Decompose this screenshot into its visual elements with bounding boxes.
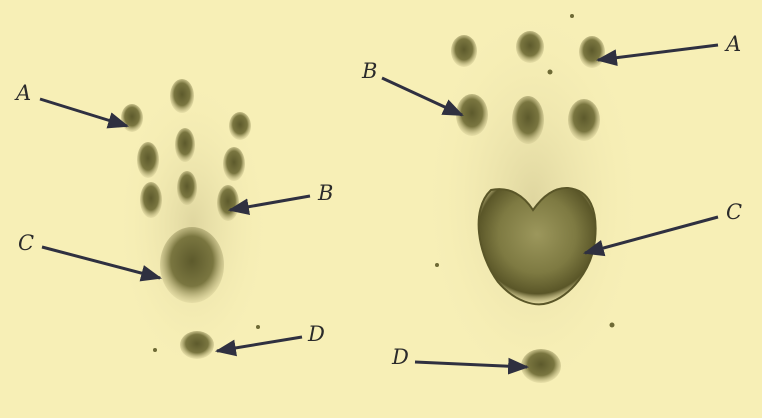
left-heel-pad (180, 331, 214, 359)
right-speck (570, 14, 574, 18)
right-toe-top-right (579, 36, 605, 68)
right-label-c: C (726, 200, 742, 224)
left-toe-mid (175, 128, 195, 162)
left-speck (153, 348, 157, 352)
right-toe-lower-right (568, 99, 600, 141)
left-label-a: A (14, 81, 31, 105)
right-label-d: D (391, 345, 409, 369)
left-toe-outer-right (229, 112, 251, 140)
left-toe-outer-left (121, 104, 143, 132)
right-speck (548, 70, 553, 75)
left-speck (256, 325, 260, 329)
right-toe-top-mid (516, 31, 544, 63)
right-toe-top-left (451, 35, 477, 67)
right-label-a: A (724, 32, 741, 56)
left-label-c: C (18, 231, 34, 255)
left-pad-lower-right (217, 185, 239, 221)
left-palm-pad (160, 227, 224, 303)
left-pad-lower-left (140, 182, 162, 218)
left-label-d: D (307, 322, 325, 346)
right-label-b: B (361, 59, 377, 83)
left-label-b: B (317, 181, 333, 205)
left-toe-inner-left (137, 142, 159, 178)
right-arrow-a (598, 45, 718, 60)
left-paw-print (115, 75, 271, 375)
right-speck (610, 323, 615, 328)
right-toe-lower-mid (512, 96, 544, 144)
left-toe-top (170, 79, 194, 113)
left-arrow-a (40, 99, 127, 126)
right-paw-print (421, 0, 645, 400)
left-pad-lower-mid (177, 171, 197, 205)
right-speck (435, 263, 439, 267)
left-toe-inner-right (223, 147, 245, 181)
